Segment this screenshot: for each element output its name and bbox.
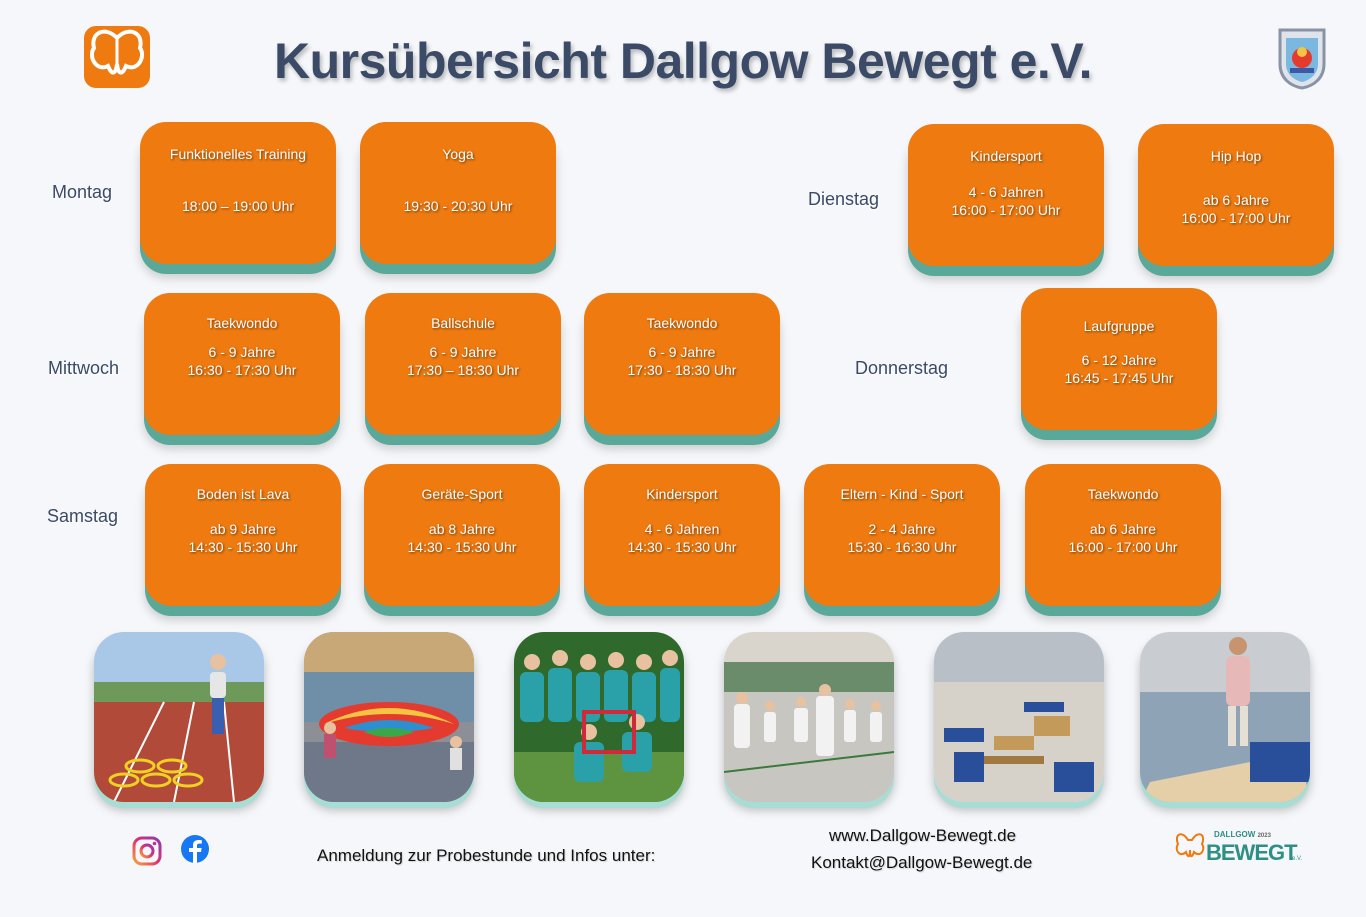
facebook-icon[interactable]	[180, 834, 210, 864]
photo-team-group	[514, 632, 684, 802]
photo-taekwondo-hall	[724, 632, 894, 802]
course-time: 18:00 – 19:00 Uhr	[181, 198, 295, 214]
course-age: ab 6 Jahre	[1089, 521, 1157, 537]
course-time: 16:00 - 17:00 Uhr	[1181, 210, 1291, 226]
butterfly-logo-icon	[82, 24, 152, 90]
course-card-kindersport-dienstag: Kindersport 4 - 6 Jahren 16:00 - 17:00 U…	[908, 124, 1104, 266]
course-card-kindersport-samstag: Kindersport 4 - 6 Jahren 14:30 - 15:30 U…	[584, 464, 780, 606]
course-card-funktionelles-training: Funktionelles Training 18:00 – 19:00 Uhr	[140, 122, 336, 264]
course-name: Geräte-Sport	[421, 486, 503, 502]
course-time: 16:00 - 17:00 Uhr	[951, 202, 1061, 218]
course-card-laufgruppe: Laufgruppe 6 - 12 Jahre 16:45 - 17:45 Uh…	[1021, 288, 1217, 430]
course-name: Kindersport	[646, 486, 718, 502]
course-card-yoga: Yoga 19:30 - 20:30 Uhr	[360, 122, 556, 264]
course-age: 4 - 6 Jahren	[968, 184, 1044, 200]
course-name: Taekwondo	[1087, 486, 1159, 502]
course-time: 17:30 - 18:30 Uhr	[627, 362, 737, 378]
course-name: Eltern - Kind - Sport	[840, 486, 964, 502]
photo-parachute-game	[304, 632, 474, 802]
course-card-hip-hop: Hip Hop ab 6 Jahre 16:00 - 17:00 Uhr	[1138, 124, 1334, 266]
course-name: Boden ist Lava	[196, 486, 290, 502]
course-age: 2 - 4 Jahre	[868, 521, 936, 537]
course-age: ab 6 Jahre	[1202, 192, 1270, 208]
course-time: 14:30 - 15:30 Uhr	[627, 539, 737, 555]
day-label-samstag: Samstag	[47, 506, 119, 526]
club-crest-icon	[1276, 26, 1328, 90]
instagram-icon[interactable]	[132, 836, 162, 866]
course-name: Kindersport	[970, 148, 1042, 164]
photo-gym-equipment	[934, 632, 1104, 802]
course-age: 6 - 12 Jahre	[1081, 352, 1157, 368]
course-time: 16:00 - 17:00 Uhr	[1068, 539, 1178, 555]
course-name: Funktionelles Training	[169, 146, 307, 162]
course-name: Hip Hop	[1210, 148, 1262, 164]
course-name: Taekwondo	[646, 315, 718, 331]
website-link[interactable]: www.Dallgow-Bewegt.de	[829, 826, 1017, 845]
signup-text: Anmeldung zur Probestunde und Infos unte…	[317, 846, 656, 865]
brand-ev-text: e.V.	[1292, 856, 1303, 862]
course-name: Yoga	[442, 146, 474, 162]
course-card-boden-ist-lava: Boden ist Lava ab 9 Jahre 14:30 - 15:30 …	[145, 464, 341, 606]
email-link[interactable]: Kontakt@Dallgow-Bewegt.de	[811, 853, 1033, 872]
day-label-dienstag: Dienstag	[808, 189, 880, 209]
course-time: 19:30 - 20:30 Uhr	[403, 198, 513, 214]
course-card-geraete-sport: Geräte-Sport ab 8 Jahre 14:30 - 15:30 Uh…	[364, 464, 560, 606]
photo-running-track	[94, 632, 264, 802]
photo-child-jumping	[1140, 632, 1310, 802]
day-label-donnerstag: Donnerstag	[855, 358, 949, 378]
course-age: 6 - 9 Jahre	[648, 344, 716, 360]
brand-small-text: DALLGOW	[1214, 830, 1256, 839]
brand-year-text: 2023	[1257, 833, 1271, 839]
brand-big-text: BEWEGT	[1206, 840, 1298, 865]
course-time: 16:45 - 17:45 Uhr	[1064, 370, 1174, 386]
course-age: 6 - 9 Jahre	[208, 344, 276, 360]
course-card-eltern-kind-sport: Eltern - Kind - Sport 2 - 4 Jahre 15:30 …	[804, 464, 1000, 606]
course-card-taekwondo-samstag: Taekwondo ab 6 Jahre 16:00 - 17:00 Uhr	[1025, 464, 1221, 606]
course-time: 15:30 - 16:30 Uhr	[847, 539, 957, 555]
course-card-taekwondo-mittwoch-1: Taekwondo 6 - 9 Jahre 16:30 - 17:30 Uhr	[144, 293, 340, 435]
page-title: Kursübersicht Dallgow Bewegt e.V.	[274, 33, 1092, 89]
course-age: ab 8 Jahre	[428, 521, 496, 537]
course-time: 16:30 - 17:30 Uhr	[187, 362, 297, 378]
day-label-mittwoch: Mittwoch	[48, 358, 120, 378]
course-name: Ballschule	[431, 315, 495, 331]
course-age: ab 9 Jahre	[209, 521, 277, 537]
course-time: 14:30 - 15:30 Uhr	[407, 539, 517, 555]
course-name: Laufgruppe	[1083, 318, 1155, 334]
dallgow-bewegt-brand-logo: DALLGOW 2023 BEWEGT e.V.	[1174, 828, 1304, 872]
course-age: 4 - 6 Jahren	[644, 521, 720, 537]
course-time: 14:30 - 15:30 Uhr	[188, 539, 298, 555]
course-time: 17:30 – 18:30 Uhr	[406, 362, 520, 378]
course-name: Taekwondo	[206, 315, 278, 331]
course-card-taekwondo-mittwoch-2: Taekwondo 6 - 9 Jahre 17:30 - 18:30 Uhr	[584, 293, 780, 435]
course-age: 6 - 9 Jahre	[429, 344, 497, 360]
day-label-montag: Montag	[52, 182, 113, 202]
course-card-ballschule: Ballschule 6 - 9 Jahre 17:30 – 18:30 Uhr	[365, 293, 561, 435]
